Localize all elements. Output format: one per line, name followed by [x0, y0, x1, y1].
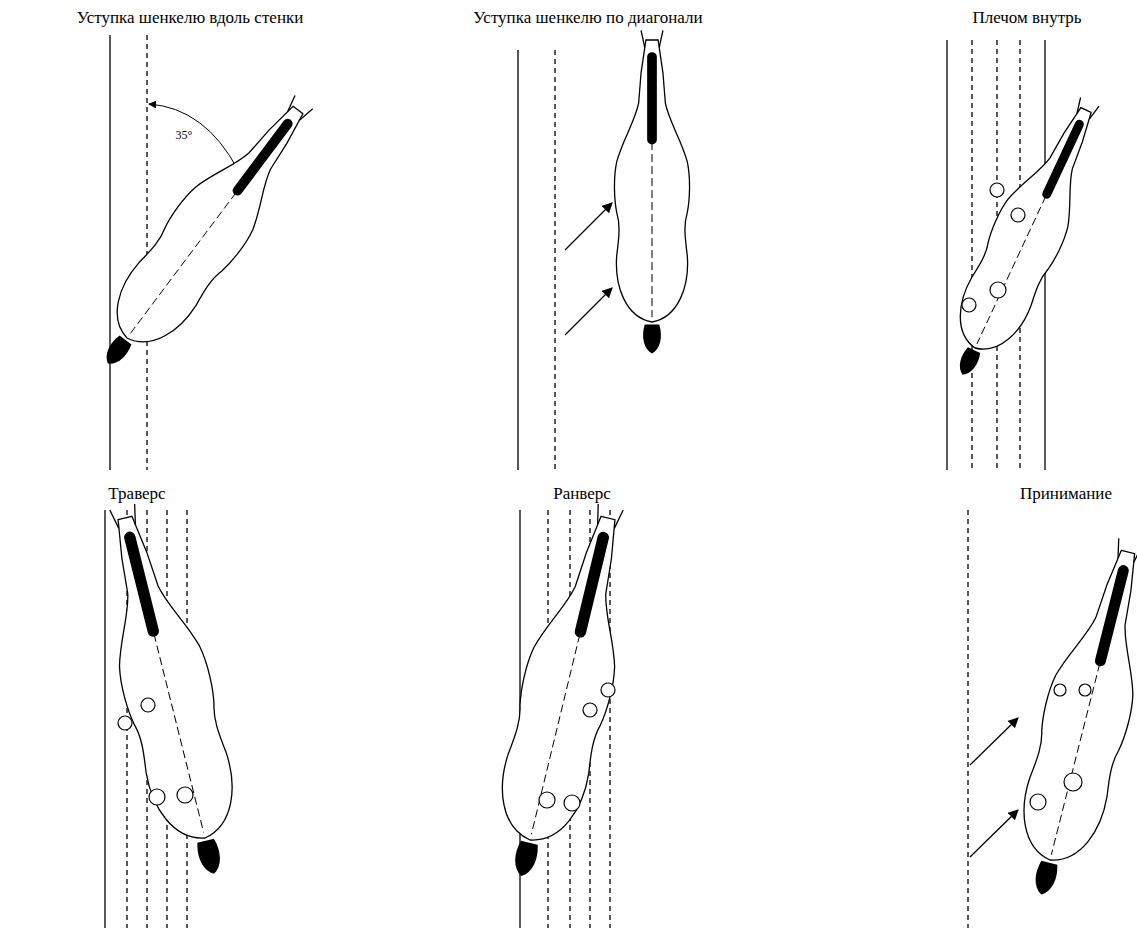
horse-figure — [77, 79, 334, 386]
figure-caption: Уступка шенкелю вдоль стенки — [75, 8, 306, 28]
wall-line — [517, 50, 518, 470]
horse-figure — [1000, 531, 1137, 905]
angle-arc — [149, 104, 238, 170]
angle-label: 35° — [174, 128, 195, 142]
direction-arrow — [970, 718, 1018, 765]
horse-figure — [931, 87, 1122, 389]
wall-line — [109, 35, 110, 470]
direction-arrow — [565, 203, 612, 250]
track-line — [971, 40, 972, 470]
track-line — [554, 50, 555, 470]
wall-line — [104, 510, 105, 928]
figure-caption: Плечом внутрь — [970, 8, 1083, 28]
wall-line — [946, 40, 947, 470]
figure-caption: Траверс — [106, 484, 167, 504]
figure-caption: Принимание — [1018, 484, 1114, 504]
horse-figure — [80, 496, 257, 884]
horse-figure — [478, 497, 653, 887]
figure-caption: Ранверс — [551, 484, 613, 504]
track-line — [146, 35, 147, 470]
hoof-prints — [118, 183, 1091, 811]
horse-figure — [614, 30, 689, 353]
track-line — [967, 510, 968, 928]
direction-arrow — [565, 288, 612, 335]
direction-arrow — [970, 810, 1018, 857]
figure-caption: Уступка шенкелю по диагонали — [471, 8, 704, 28]
